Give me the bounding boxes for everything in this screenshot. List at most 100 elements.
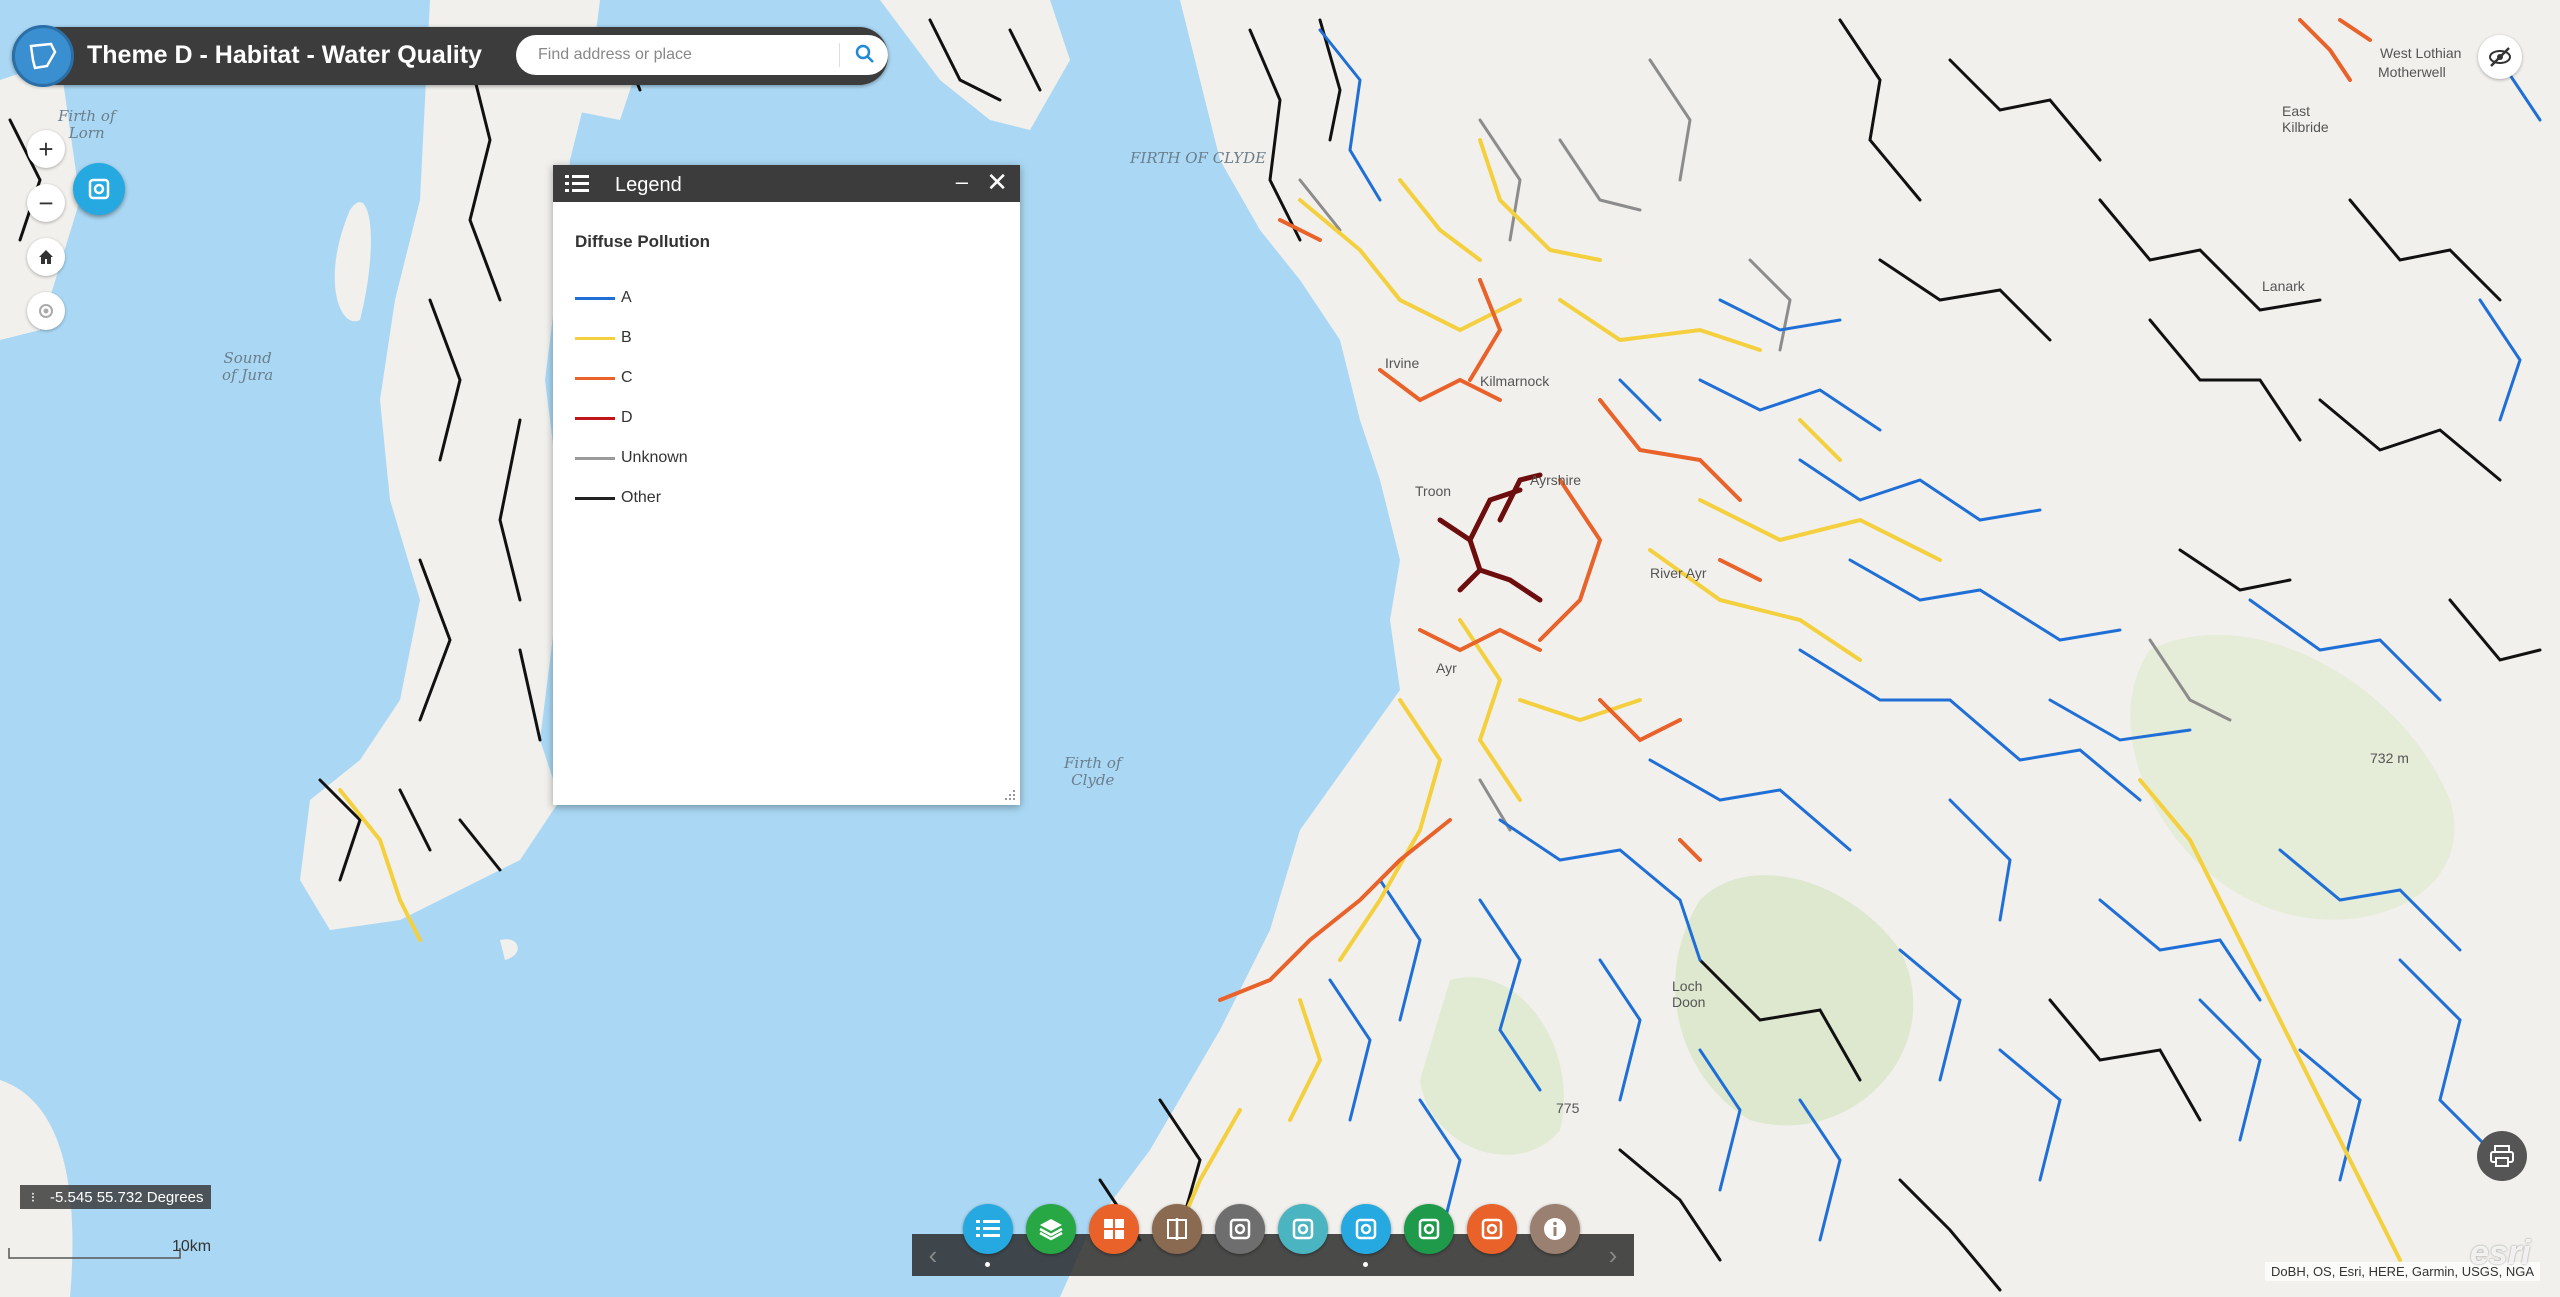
- place-label: Loch Doon: [1672, 978, 1706, 1010]
- place-label: Motherwell: [2378, 64, 2446, 80]
- zoom-out-button[interactable]: −: [27, 184, 65, 222]
- place-label: Kilmarnock: [1480, 373, 1550, 389]
- open-widget-button[interactable]: [73, 163, 125, 215]
- legend-header[interactable]: Legend – ✕: [553, 165, 1020, 202]
- legend-label: C: [621, 369, 633, 386]
- gear-icon: [1416, 1216, 1442, 1242]
- eye-slash-icon: [2489, 47, 2511, 67]
- active-indicator: [1363, 1262, 1368, 1267]
- screening-widget-button[interactable]: [1215, 1204, 1265, 1254]
- legend-item: A: [575, 278, 998, 318]
- legend-item: Unknown: [575, 438, 998, 478]
- esri-logo: esri: [2470, 1234, 2531, 1272]
- legend-swatch: [575, 416, 615, 420]
- gear-icon: [88, 178, 110, 200]
- app-logo: [12, 25, 74, 87]
- query-widget-button[interactable]: [1404, 1204, 1454, 1254]
- swipe-widget-button[interactable]: [1152, 1204, 1202, 1254]
- legend-swatch: [575, 456, 615, 460]
- printer-icon: [2490, 1145, 2514, 1167]
- app-header: Theme D - Habitat - Water Quality: [12, 25, 888, 87]
- legend-item: Other: [575, 478, 998, 518]
- gear-icon: [1227, 1216, 1253, 1242]
- legend-widget-button[interactable]: [963, 1204, 1013, 1254]
- layers-icon: [1038, 1216, 1064, 1242]
- minus-icon: −: [38, 187, 54, 218]
- place-label: Ayr: [1436, 660, 1457, 676]
- toggle-visibility-button[interactable]: [2478, 35, 2522, 79]
- water-label-firth-of-lorn: Firth of Lorn: [58, 107, 116, 142]
- legend-layer-title: Diffuse Pollution: [575, 232, 711, 251]
- place-label: West Lothian: [2380, 45, 2462, 61]
- info-icon: [1542, 1216, 1568, 1242]
- locate-icon: [39, 304, 53, 318]
- resize-grip-icon[interactable]: [1004, 789, 1016, 801]
- coordinate-text: -5.545 55.732 Degrees: [50, 1188, 204, 1206]
- water-label-firth-of-clyde: Firth of Clyde: [1064, 754, 1122, 789]
- place-label: Ayrshire: [1530, 472, 1582, 488]
- legend-label: B: [621, 329, 632, 346]
- legend-item: D: [575, 398, 998, 438]
- legend-label: A: [621, 289, 632, 306]
- place-label: Lanark: [2262, 278, 2305, 294]
- legend-item: C: [575, 358, 998, 398]
- chevron-right-icon: ›: [1608, 1240, 1618, 1270]
- about-widget-button[interactable]: [1530, 1204, 1580, 1254]
- print-button[interactable]: [2477, 1131, 2527, 1181]
- scale-bar: [8, 1248, 181, 1259]
- swipe-icon: [1165, 1217, 1189, 1241]
- place-label: 775: [1556, 1100, 1580, 1116]
- layer-list-widget-button[interactable]: [1026, 1204, 1076, 1254]
- legend-swatch: [575, 376, 615, 380]
- toolbar-next-button[interactable]: ›: [1598, 1240, 1628, 1270]
- place-label: Troon: [1415, 483, 1452, 499]
- widget-toolbar: ‹ ›: [912, 1234, 1634, 1276]
- legend-label: Other: [621, 489, 662, 506]
- gear-icon: [1479, 1216, 1505, 1242]
- legend-swatch: [575, 336, 615, 340]
- legend-swatch: [575, 496, 615, 500]
- app-title: Theme D - Habitat - Water Quality: [87, 41, 482, 69]
- gear-icon: [1353, 1216, 1379, 1242]
- search-box: [516, 35, 888, 75]
- kintyre-peninsula: [300, 0, 600, 930]
- legend-swatch: [575, 296, 615, 300]
- toolbar-prev-button[interactable]: ‹: [918, 1240, 948, 1270]
- water-label-firth-of-clyde-upper: FIRTH OF CLYDE: [1130, 149, 1267, 167]
- gear-icon: [1290, 1216, 1316, 1242]
- select-widget-button[interactable]: [1278, 1204, 1328, 1254]
- coordinate-readout[interactable]: ⁝ -5.545 55.732 Degrees: [20, 1185, 212, 1209]
- search-input[interactable]: [536, 45, 840, 65]
- list-icon: [976, 1218, 1000, 1240]
- place-label: Irvine: [1385, 355, 1420, 371]
- home-button[interactable]: [27, 238, 65, 276]
- grid-icon: [1102, 1217, 1126, 1241]
- place-label: River Ayr: [1650, 565, 1707, 581]
- my-location-button[interactable]: [27, 292, 65, 330]
- scale-label: 10km: [172, 1238, 212, 1255]
- legend-label: D: [621, 409, 633, 426]
- active-indicator: [985, 1262, 990, 1267]
- crosshair-icon[interactable]: ⁝: [30, 1188, 36, 1205]
- legend-label: Unknown: [621, 449, 688, 466]
- list-icon: [565, 175, 589, 192]
- plus-icon: +: [38, 133, 54, 164]
- analysis-widget-button[interactable]: [1341, 1204, 1391, 1254]
- legend-item: B: [575, 318, 998, 358]
- zoom-in-button[interactable]: +: [27, 130, 65, 168]
- close-button[interactable]: ✕: [986, 167, 1008, 197]
- minimize-button[interactable]: –: [955, 169, 968, 194]
- map-attribution: DoBH, OS, Esri, HERE, Garmin, USGS, NGA: [2265, 1262, 2540, 1281]
- search-icon[interactable]: [839, 43, 878, 67]
- filter-widget-button[interactable]: [1467, 1204, 1517, 1254]
- chevron-left-icon: ‹: [928, 1240, 938, 1270]
- water-label-sound-of-jura: Sound of Jura: [222, 349, 274, 384]
- legend-title: Legend: [615, 174, 682, 196]
- basemap-gallery-widget-button[interactable]: [1089, 1204, 1139, 1254]
- mainland: [1060, 0, 2560, 1297]
- home-icon: [39, 250, 53, 264]
- place-label: 732 m: [2370, 750, 2409, 766]
